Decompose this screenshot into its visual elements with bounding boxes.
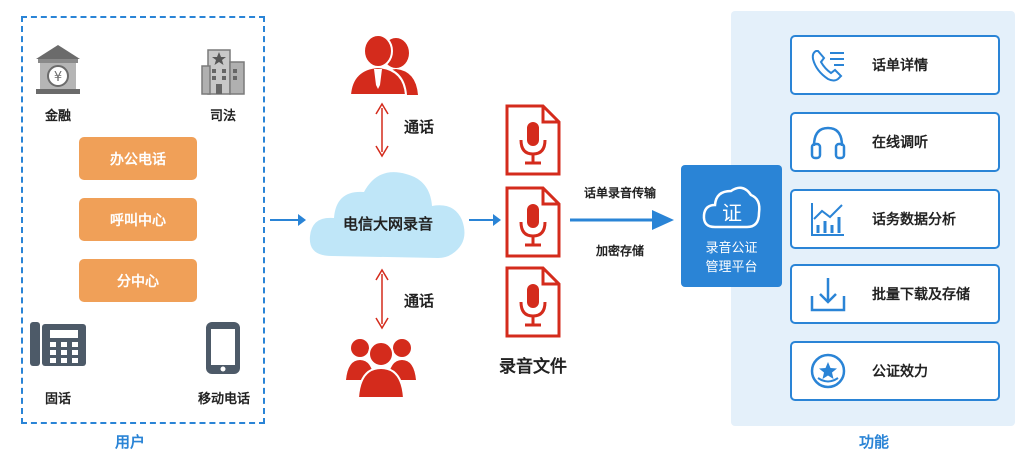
function-label: 话务数据分析 [872,212,956,228]
justice-label: 司法 [209,109,236,124]
headphones-icon [810,126,846,160]
finance-label: 金融 [44,109,71,124]
court-building-icon [201,49,245,95]
phone-list-icon [811,50,844,82]
mobile-phone-icon [206,322,240,374]
platform-line1: 录音公证 [705,241,758,256]
download-icon [810,278,846,312]
function-label: 在线调听 [872,135,928,151]
notary-icon-text: 证 [722,201,742,225]
function-batch-download: 批量下载及存储 [790,264,1000,324]
arrow-users-to-cloud [270,214,306,226]
function-label: 批量下载及存储 [872,287,970,303]
users-section-label: 用户 [114,433,145,451]
arrow-cloud-to-files [469,214,501,226]
function-label: 公证效力 [872,364,928,380]
mobile-label: 移动电话 [197,392,250,407]
cloud-label: 电信大网录音 [342,215,433,233]
notary-cloud-icon: 证 [702,186,761,229]
svg-text:¥: ¥ [54,70,62,85]
call-arrow-top [375,102,389,158]
arrow-files-to-platform [570,210,674,230]
functions-section-label: 功能 [858,433,889,451]
audio-file-icon [505,104,561,176]
customer-group-icon [346,339,416,399]
call-top-label: 通话 [404,118,435,136]
recordings-label: 录音文件 [499,357,567,377]
audio-file-icon [505,186,561,258]
bank-icon: ¥ [36,45,80,94]
landline-label: 固话 [44,392,71,407]
seal-icon [810,353,846,389]
branch-center-box: 分中心 [79,259,197,302]
agent-person-icon [348,34,418,96]
call-arrow-bottom [375,268,389,330]
call-bottom-label: 通话 [404,292,435,310]
function-label: 话单详情 [872,58,928,74]
chart-icon [811,203,844,236]
function-data-analysis: 话务数据分析 [790,189,1000,249]
notary-platform-box: 证 录音公证 管理平台 [681,165,782,287]
encrypt-label: 加密存储 [595,244,644,258]
function-call-details: 话单详情 [790,35,1000,95]
function-online-listen: 在线调听 [790,112,1000,172]
call-center-box: 呼叫中心 [79,198,197,241]
platform-line2: 管理平台 [705,260,758,275]
office-phone-box: 办公电话 [79,137,197,180]
landline-phone-icon [30,322,86,366]
transfer-label: 话单录音传输 [583,186,656,200]
audio-file-icon [505,266,561,338]
function-notary-effect: 公证效力 [790,341,1000,401]
users-group-box [21,16,265,424]
cloud-icon [309,172,465,258]
